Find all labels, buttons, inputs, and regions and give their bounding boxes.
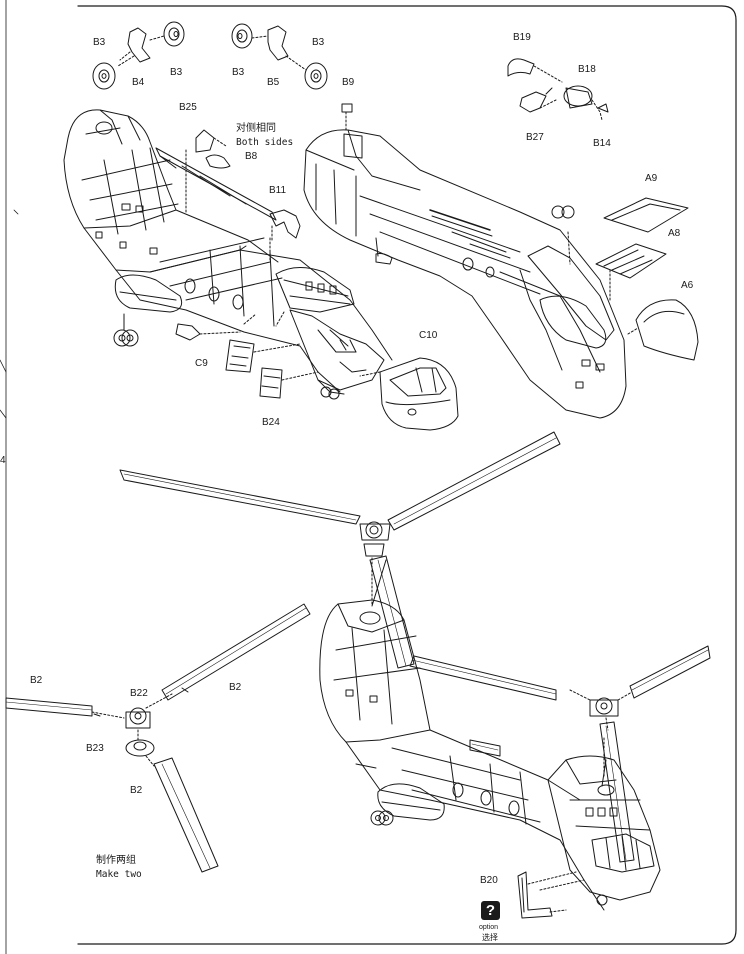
label-b3: B3 bbox=[312, 37, 325, 48]
label-b19: B19 bbox=[513, 32, 531, 43]
label-c9: C9 bbox=[195, 358, 208, 369]
label-b9: B9 bbox=[342, 77, 355, 88]
label-a9: A9 bbox=[645, 173, 658, 184]
note-both-sides-en: Both sides bbox=[236, 137, 294, 148]
note-option-cn: 选择 bbox=[482, 933, 498, 942]
label-b20: B20 bbox=[480, 875, 498, 886]
label-b2: B2 bbox=[130, 785, 143, 796]
rotor-left-exploded bbox=[5, 603, 311, 873]
door-parts bbox=[225, 339, 319, 399]
label-b25: B25 bbox=[179, 102, 197, 113]
option-question-icon: ? bbox=[481, 901, 500, 920]
label-b14: B14 bbox=[593, 138, 611, 149]
label-b24: B24 bbox=[262, 417, 280, 428]
note-make-two-cn: 制作两组 bbox=[96, 855, 136, 866]
label-margin-4: 4 bbox=[0, 455, 6, 466]
label-b23: B23 bbox=[86, 743, 104, 754]
canopy-part bbox=[359, 357, 459, 431]
label-b3: B3 bbox=[170, 67, 183, 78]
label-b22: B22 bbox=[130, 688, 148, 699]
label-b18: B18 bbox=[578, 64, 596, 75]
engine-intake-parts bbox=[507, 58, 609, 121]
wheel-assembly-right bbox=[231, 23, 328, 90]
label-a8: A8 bbox=[668, 228, 681, 239]
helicopter-assembled bbox=[319, 559, 711, 919]
fuselage-right bbox=[303, 103, 639, 419]
label-b8: B8 bbox=[245, 151, 258, 162]
note-both-sides-cn: 对侧相同 bbox=[236, 123, 276, 134]
label-b3: B3 bbox=[232, 67, 245, 78]
rotor-top bbox=[119, 431, 561, 669]
wheel-assembly-left bbox=[92, 21, 185, 90]
label-a6: A6 bbox=[681, 280, 694, 291]
label-b2: B2 bbox=[229, 682, 242, 693]
label-c10: C10 bbox=[419, 330, 438, 341]
label-b11: B11 bbox=[269, 185, 287, 196]
label-b5: B5 bbox=[267, 77, 280, 88]
panel-parts-a bbox=[595, 197, 699, 361]
note-option-en: option bbox=[479, 924, 499, 931]
label-b4: B4 bbox=[132, 77, 145, 88]
label-b27: B27 bbox=[526, 132, 544, 143]
label-b2: B2 bbox=[30, 675, 43, 686]
note-make-two-en: Make two bbox=[96, 869, 142, 880]
label-b3: B3 bbox=[93, 37, 106, 48]
